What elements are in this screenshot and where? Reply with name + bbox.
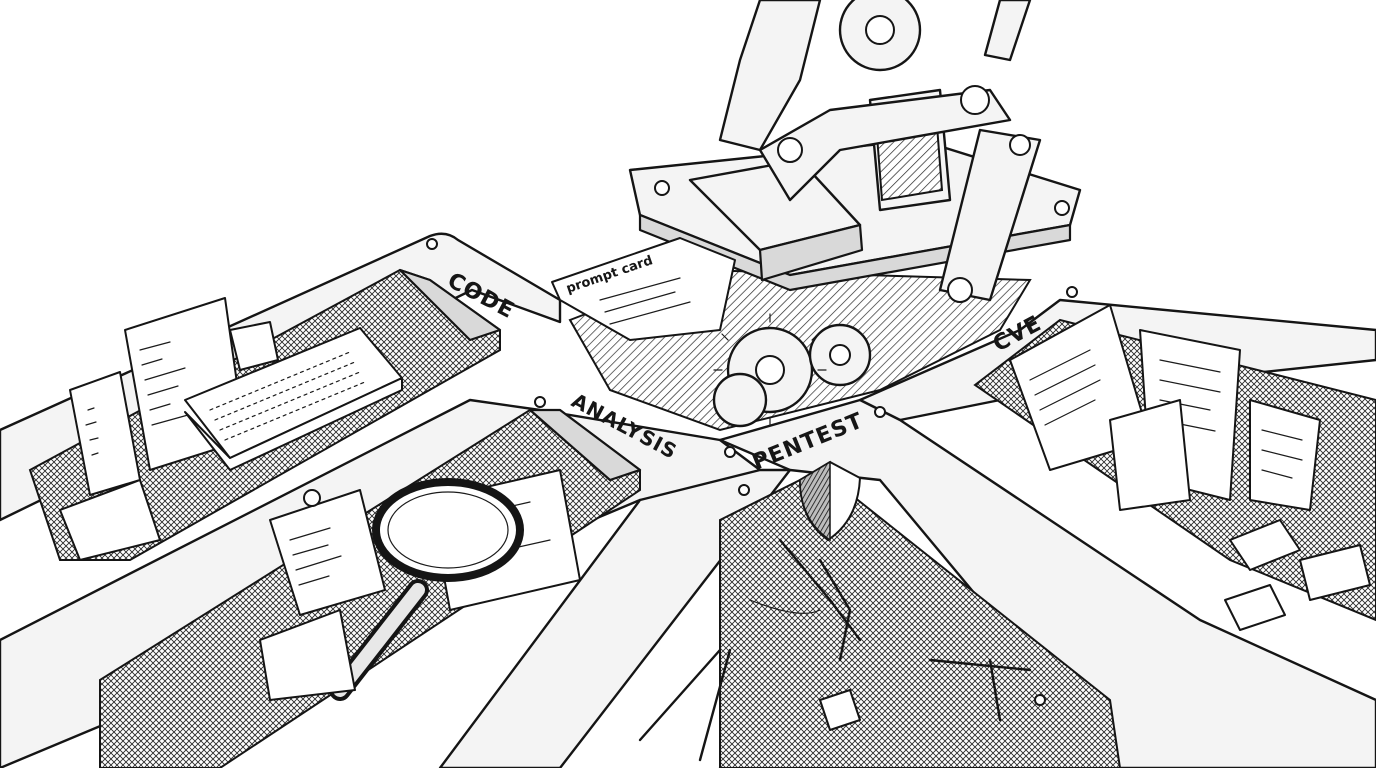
- rivets: [426, 238, 1078, 706]
- cve-bin: [973, 304, 1376, 631]
- pentest-bin: [638, 460, 1122, 768]
- press-machine: [628, 0, 1082, 303]
- analysis-bin: [99, 408, 642, 768]
- magnifier-icon: [372, 478, 524, 582]
- code-bin: [28, 268, 502, 561]
